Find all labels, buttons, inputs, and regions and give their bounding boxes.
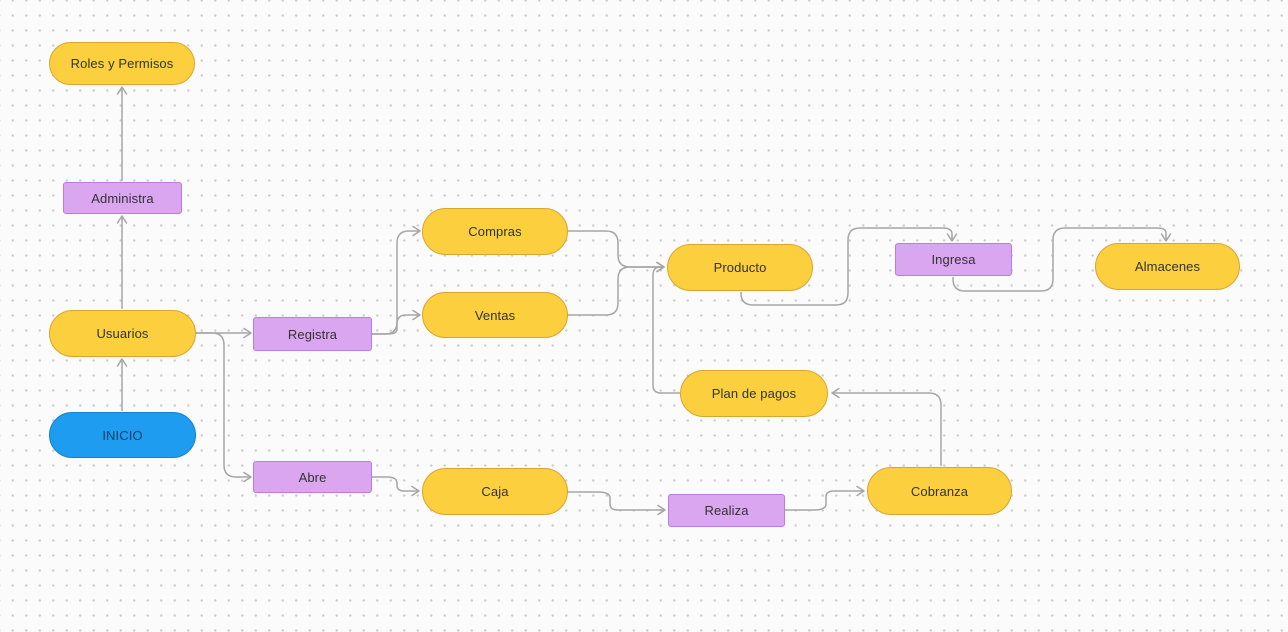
- edge-usuarios-abre: [196, 332, 252, 483]
- node-inicio[interactable]: INICIO: [49, 412, 196, 458]
- node-caja[interactable]: Caja: [422, 468, 568, 515]
- node-label: Cobranza: [910, 483, 969, 499]
- node-administra[interactable]: Administra: [63, 182, 182, 214]
- edge-ingresa-almacenes: [952, 227, 1172, 292]
- node-usuarios[interactable]: Usuarios: [49, 310, 196, 357]
- node-label: Registra: [287, 326, 338, 342]
- node-label: Caja: [481, 484, 509, 499]
- node-label: Roles y Permisos: [70, 56, 174, 71]
- node-compras[interactable]: Compras: [422, 208, 568, 255]
- node-registra[interactable]: Registra: [253, 317, 372, 351]
- node-label: INICIO: [102, 427, 143, 443]
- node-label: Realiza: [704, 503, 749, 518]
- edge-ventas-producto: [568, 261, 665, 316]
- edge-producto-ingresa: [740, 227, 958, 306]
- edge-plan-producto: [652, 261, 680, 394]
- edge-registra-compras: [372, 225, 421, 335]
- node-label: Ingresa: [931, 252, 976, 267]
- edge-abre-caja: [372, 476, 420, 497]
- edge-caja-realiza: [568, 491, 666, 516]
- node-realiza[interactable]: Realiza: [668, 494, 785, 527]
- node-ventas[interactable]: Ventas: [422, 292, 568, 338]
- node-label: Administra: [91, 190, 154, 206]
- node-ingresa[interactable]: Ingresa: [895, 243, 1012, 276]
- node-label: Plan de pagos: [711, 386, 797, 401]
- node-label: Compras: [468, 224, 522, 239]
- node-cobranza[interactable]: Cobranza: [867, 467, 1012, 515]
- edge-realiza-cobranza: [785, 485, 865, 511]
- edge-compras-producto: [568, 230, 665, 273]
- node-label: Usuarios: [96, 326, 149, 341]
- node-label: Almacenes: [1134, 259, 1201, 274]
- node-label: Producto: [713, 260, 767, 275]
- node-producto[interactable]: Producto: [667, 244, 813, 291]
- node-almacenes[interactable]: Almacenes: [1095, 243, 1240, 290]
- edge-registra-ventas: [372, 309, 421, 335]
- node-roles-y-permisos[interactable]: Roles y Permisos: [49, 42, 195, 85]
- node-label: Abre: [298, 469, 327, 485]
- node-label: Ventas: [474, 307, 516, 323]
- edge-cobranza-plan: [831, 387, 942, 466]
- node-plan-de-pagos[interactable]: Plan de pagos: [680, 370, 828, 417]
- node-abre[interactable]: Abre: [253, 461, 372, 493]
